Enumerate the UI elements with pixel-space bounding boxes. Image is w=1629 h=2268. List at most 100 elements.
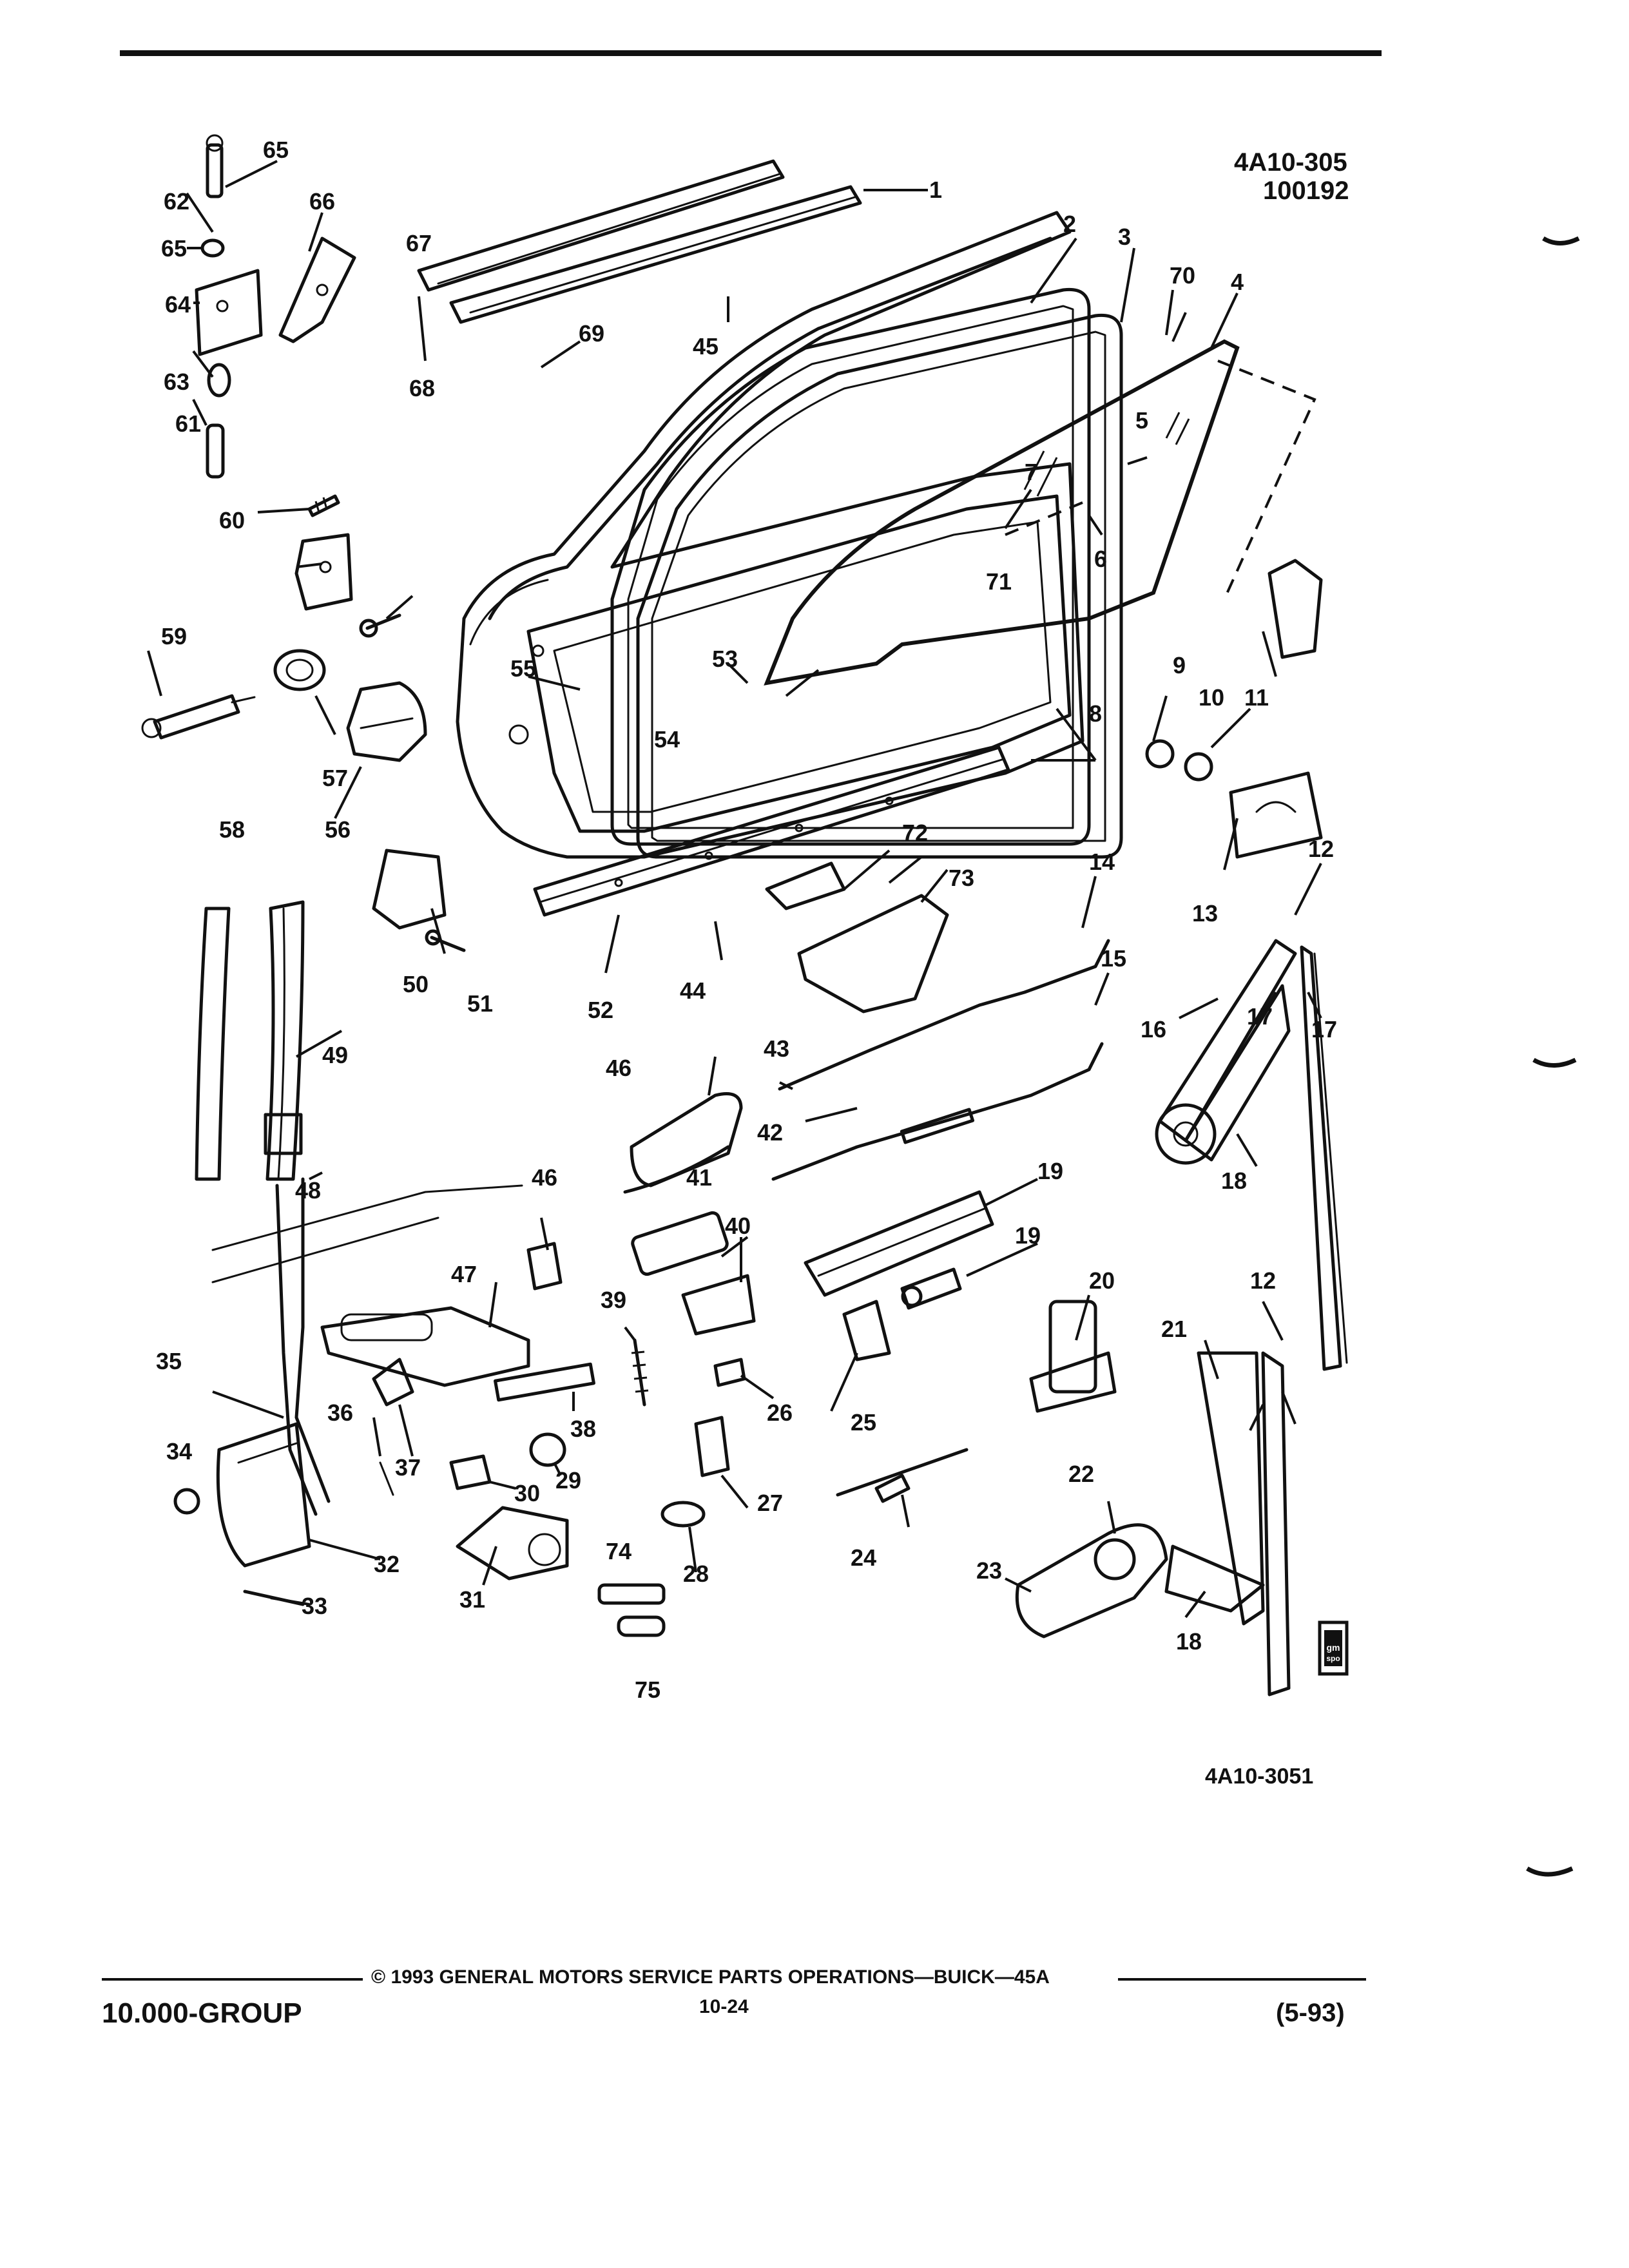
callout-6: 6 — [1094, 546, 1107, 572]
callout-34: 34 — [166, 1438, 192, 1465]
ring-31 — [529, 1432, 566, 1467]
door-glass — [764, 339, 1240, 686]
footer-right-rule — [1118, 1978, 1366, 1981]
inside-handle-33 — [456, 1506, 569, 1581]
callout-33: 33 — [302, 1593, 327, 1619]
callout-41: 41 — [686, 1164, 712, 1191]
door-check-61 — [141, 694, 256, 740]
callout-42: 42 — [757, 1119, 783, 1146]
figure-code: 4A10-3051 — [1205, 1764, 1314, 1789]
link-27 — [842, 1300, 891, 1361]
inner-belt-sealing-strip — [533, 745, 1010, 917]
callout-38: 38 — [570, 1416, 596, 1442]
dashed-leader-7 — [1005, 501, 1083, 536]
callout-40: 40 — [725, 1213, 751, 1239]
callout-73: 73 — [949, 865, 974, 891]
callout-51: 51 — [467, 990, 493, 1017]
callout-74: 74 — [606, 1538, 631, 1564]
lock-cylinder-43 — [631, 1211, 729, 1276]
callout-65: 65 — [263, 137, 289, 163]
hinge-69 — [278, 236, 356, 343]
callout-8: 8 — [1089, 700, 1102, 727]
bracket-75 — [765, 861, 846, 910]
footer-revision: (5-93) — [1276, 1999, 1345, 2027]
callout-69: 69 — [579, 320, 604, 347]
bolt-70 — [359, 613, 401, 638]
callout-37: 37 — [395, 1454, 421, 1481]
callout-9: 9 — [1173, 652, 1186, 678]
callout-58: 58 — [219, 816, 245, 843]
latch-20 — [804, 1190, 994, 1297]
callout-27: 27 — [757, 1490, 783, 1516]
callout-67: 67 — [406, 230, 432, 256]
outer-belt-molding — [417, 159, 862, 324]
front-run-channel-51 — [264, 900, 305, 1181]
callout-13: 13 — [1192, 900, 1218, 927]
bracket-38-39 — [372, 1358, 414, 1496]
callout-65: 65 — [161, 235, 187, 262]
callout-18: 18 — [1221, 1168, 1247, 1194]
callout-19: 19 — [1037, 1158, 1063, 1184]
callout-17: 17 — [1311, 1016, 1337, 1043]
grommet-9-11 — [1145, 739, 1213, 782]
callout-26: 26 — [767, 1399, 793, 1426]
weatherstrip-3 — [636, 313, 1123, 859]
callout-1: 1 — [929, 177, 942, 203]
clip-77-78 — [597, 1583, 666, 1637]
cap-30 — [660, 1501, 706, 1528]
callout-29: 29 — [555, 1467, 581, 1494]
motor-22 — [1029, 1300, 1117, 1413]
handle-49 — [320, 1306, 530, 1387]
callout-7: 7 — [1025, 459, 1037, 485]
callout-23: 23 — [976, 1557, 1002, 1584]
hinge-pin-64 — [206, 423, 225, 479]
regulator-lower-23 — [1197, 1351, 1291, 1696]
callout-4: 4 — [1231, 269, 1244, 295]
callout-21: 21 — [1161, 1316, 1187, 1342]
callout-61: 61 — [175, 410, 201, 437]
escutcheon-29 — [694, 1416, 730, 1477]
callout-39: 39 — [601, 1287, 626, 1313]
callout-5: 5 — [1135, 407, 1148, 434]
footer-left-rule — [102, 1978, 363, 1981]
clip-28 — [713, 1358, 746, 1387]
footer-page-number: 10-24 — [699, 1996, 749, 2017]
svg-text:gm: gm — [1327, 1642, 1340, 1653]
footer-copyright: © 1993 GENERAL MOTORS SERVICE PARTS OPER… — [371, 1966, 1050, 1988]
callout-46: 46 — [606, 1055, 631, 1081]
mirror-10 — [1268, 559, 1323, 659]
door-trim-line — [211, 1184, 523, 1283]
callout-28: 28 — [683, 1561, 709, 1587]
footer-group: 10.000-GROUP — [102, 1997, 302, 2029]
callout-32: 32 — [374, 1551, 400, 1577]
hinge-pin-68 — [206, 134, 224, 198]
callout-52: 52 — [588, 997, 613, 1023]
regulator-16 — [1155, 939, 1297, 1165]
spring-26 — [836, 1448, 969, 1503]
callout-11: 11 — [1244, 684, 1269, 711]
callout-75: 75 — [635, 1677, 660, 1703]
callout-12: 12 — [1308, 836, 1334, 862]
callout-68: 68 — [409, 375, 435, 401]
top-rule — [120, 50, 1382, 56]
bar-40 — [494, 1362, 595, 1402]
reference-code: 4A10-305 — [1234, 148, 1347, 177]
dashed-leader-mirror — [1217, 360, 1316, 600]
rod-14 — [778, 939, 1110, 1091]
callout-57: 57 — [322, 765, 348, 791]
callout-31: 31 — [459, 1586, 485, 1613]
door-check-link-58 — [346, 681, 427, 762]
callout-24: 24 — [851, 1544, 876, 1571]
callout-53: 53 — [712, 646, 738, 672]
callout-43: 43 — [764, 1035, 789, 1062]
callout-63: 63 — [164, 369, 189, 395]
rod-15 — [771, 1042, 1104, 1181]
leader-lines — [147, 160, 1322, 1619]
callout-47: 47 — [451, 1261, 477, 1287]
callout-59: 59 — [161, 623, 187, 649]
lever-21 — [900, 1267, 962, 1310]
callout-19: 19 — [1015, 1222, 1041, 1249]
weatherstrip-2 — [610, 287, 1091, 846]
